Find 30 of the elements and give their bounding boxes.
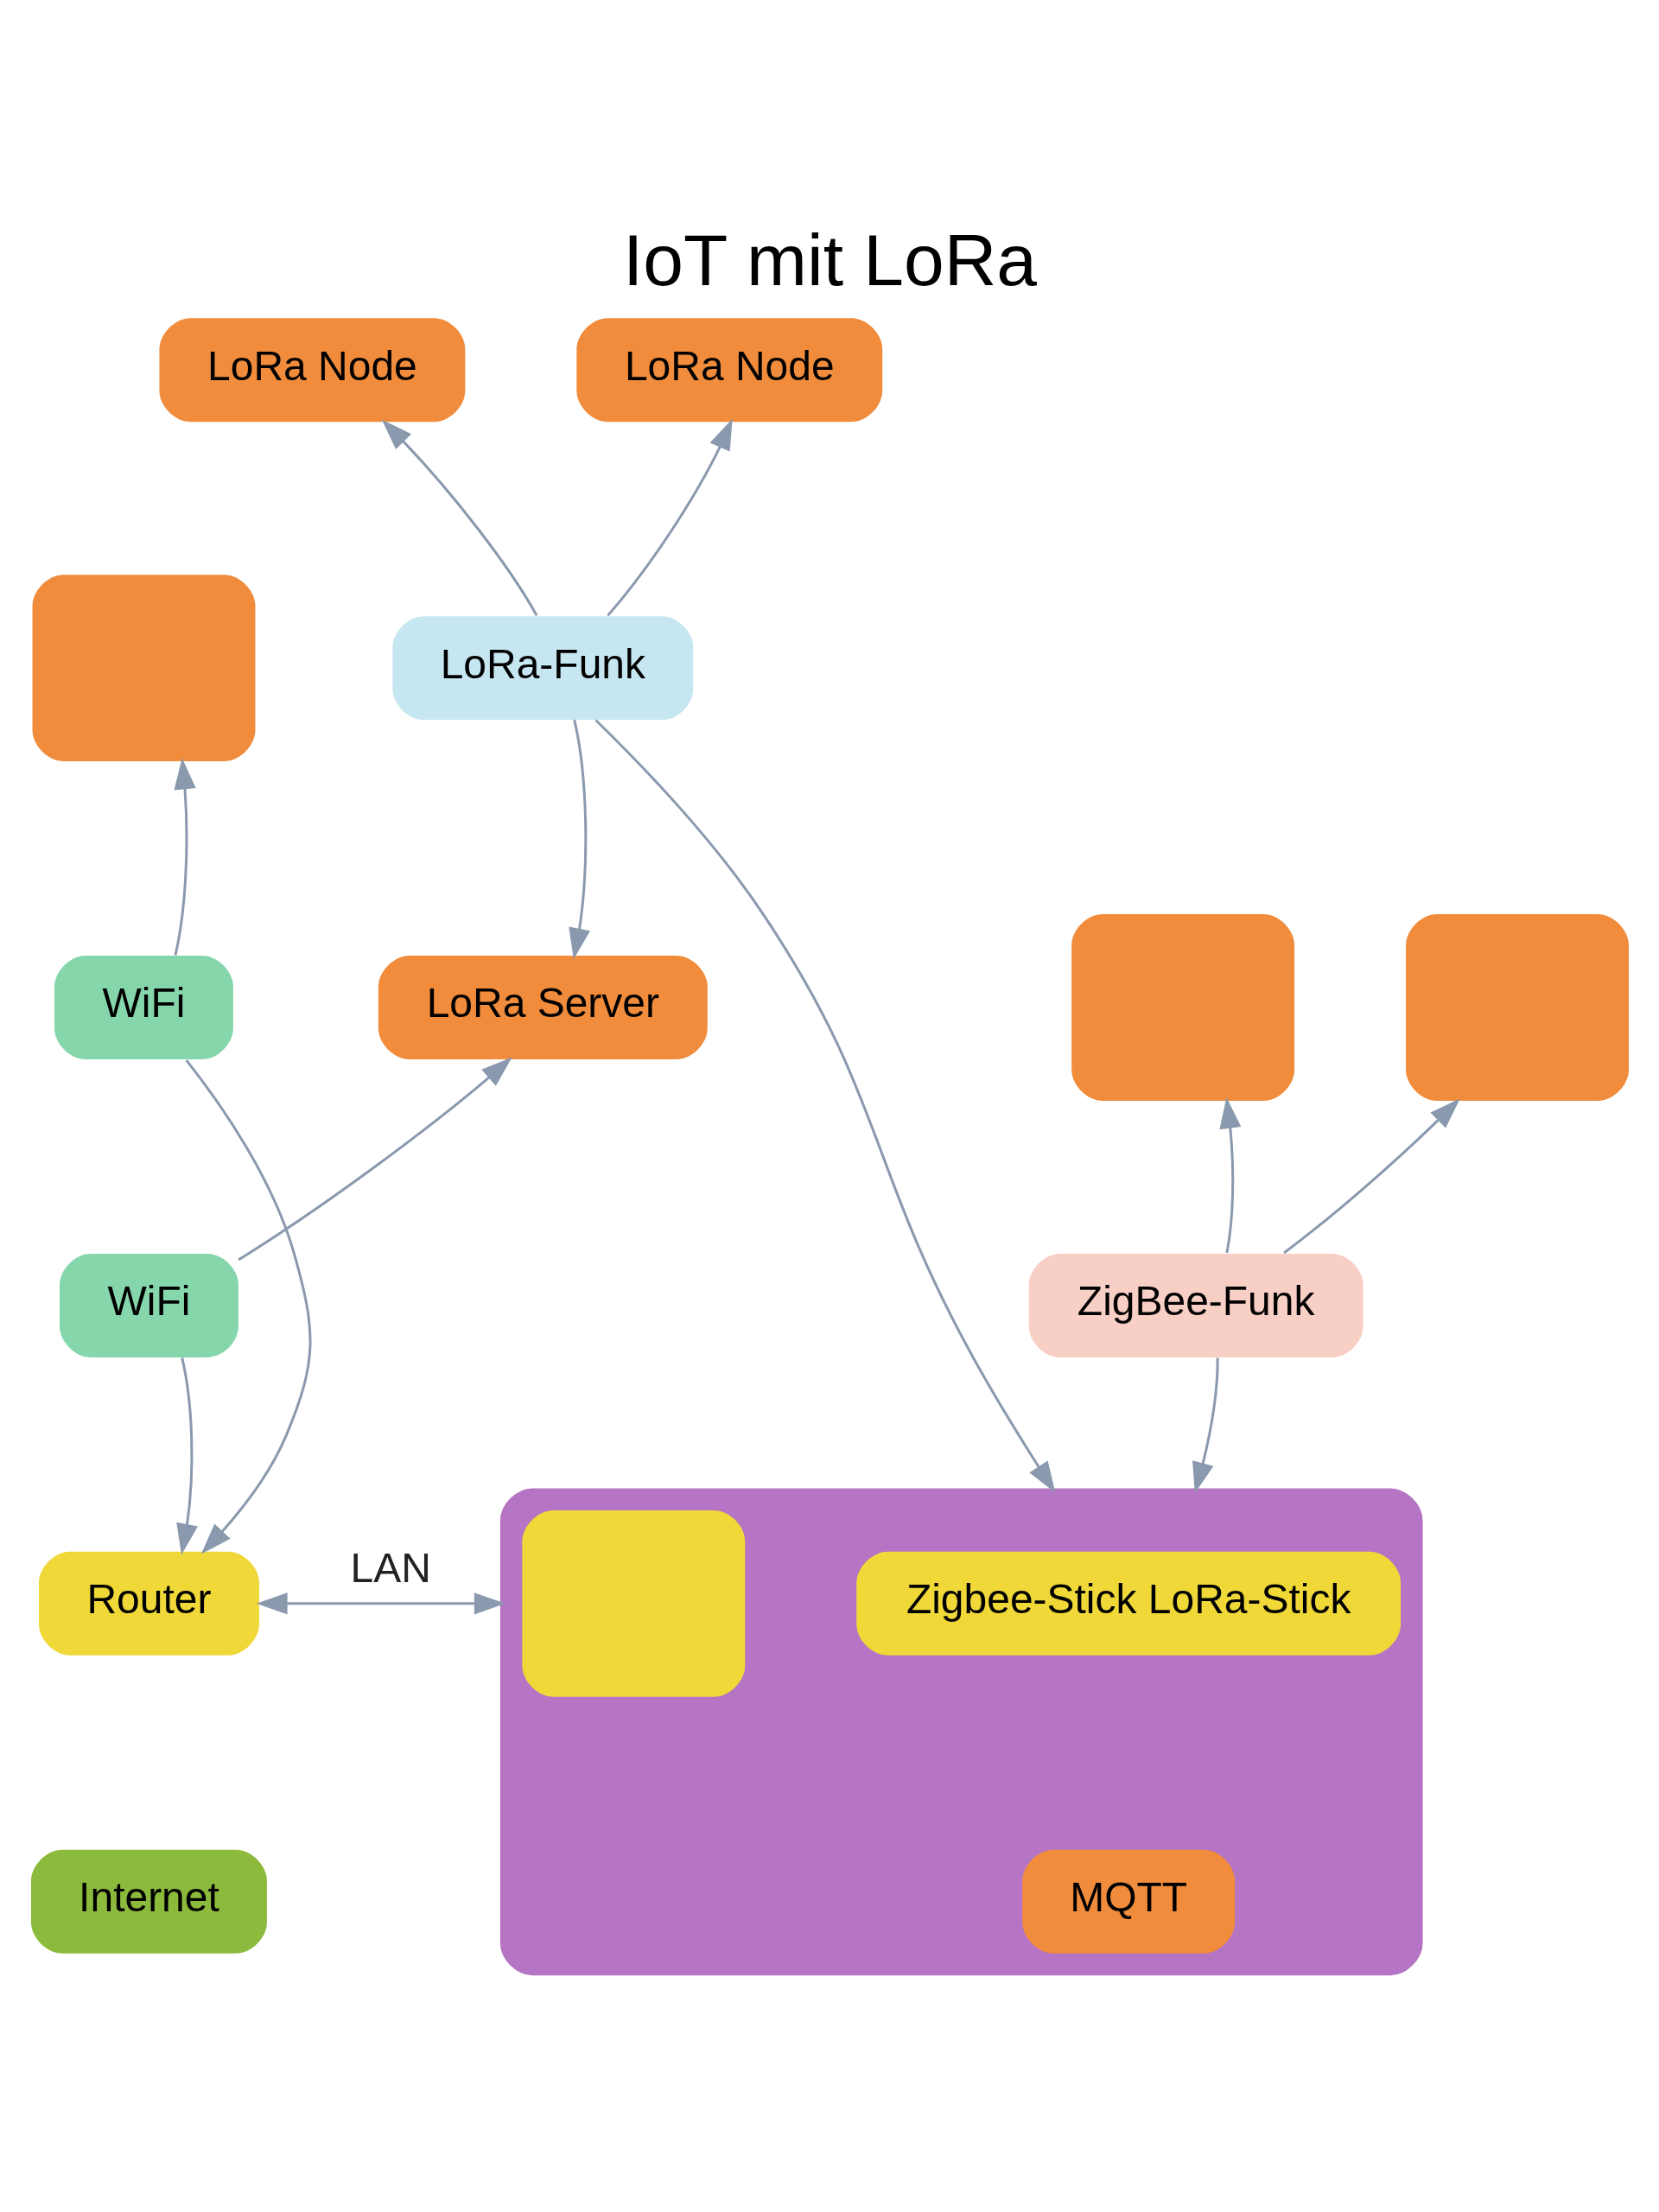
- cluster: [499, 1488, 1423, 1976]
- arrow: [606, 418, 733, 617]
- node-box: MQTT: [1021, 1849, 1235, 1954]
- arrow: [173, 758, 196, 956]
- node-box: [32, 575, 255, 762]
- node-box: LoRa Server: [378, 956, 708, 1059]
- node-box: WiFi: [54, 956, 233, 1059]
- arrow: [1192, 1357, 1219, 1494]
- node-box: Internet: [30, 1849, 267, 1954]
- node-box: Router: [38, 1551, 259, 1656]
- node-box: LoRa Node: [575, 318, 882, 423]
- arrow: [237, 1057, 512, 1262]
- arrow: [256, 1592, 505, 1615]
- edge-label: LAN: [349, 1545, 431, 1592]
- node-box: [521, 1510, 745, 1697]
- node-box: Zigbee-Stick LoRa-Stick: [855, 1551, 1401, 1656]
- arrow: [1218, 1096, 1241, 1254]
- diagram-title: IoT mit LoRa: [622, 219, 1037, 302]
- arrow: [568, 719, 590, 960]
- node-box: [1071, 914, 1294, 1101]
- arrow: [185, 1059, 311, 1554]
- node-box: WiFi: [59, 1253, 238, 1357]
- node-box: ZigBee-Funk: [1028, 1253, 1363, 1357]
- node-box: LoRa Node: [158, 318, 465, 423]
- arrow: [594, 719, 1055, 1493]
- arrow: [1282, 1098, 1460, 1255]
- node-box: LoRa-Funk: [391, 616, 693, 721]
- arrow: [381, 419, 537, 617]
- node-box: [1405, 914, 1629, 1101]
- arrow: [175, 1357, 198, 1555]
